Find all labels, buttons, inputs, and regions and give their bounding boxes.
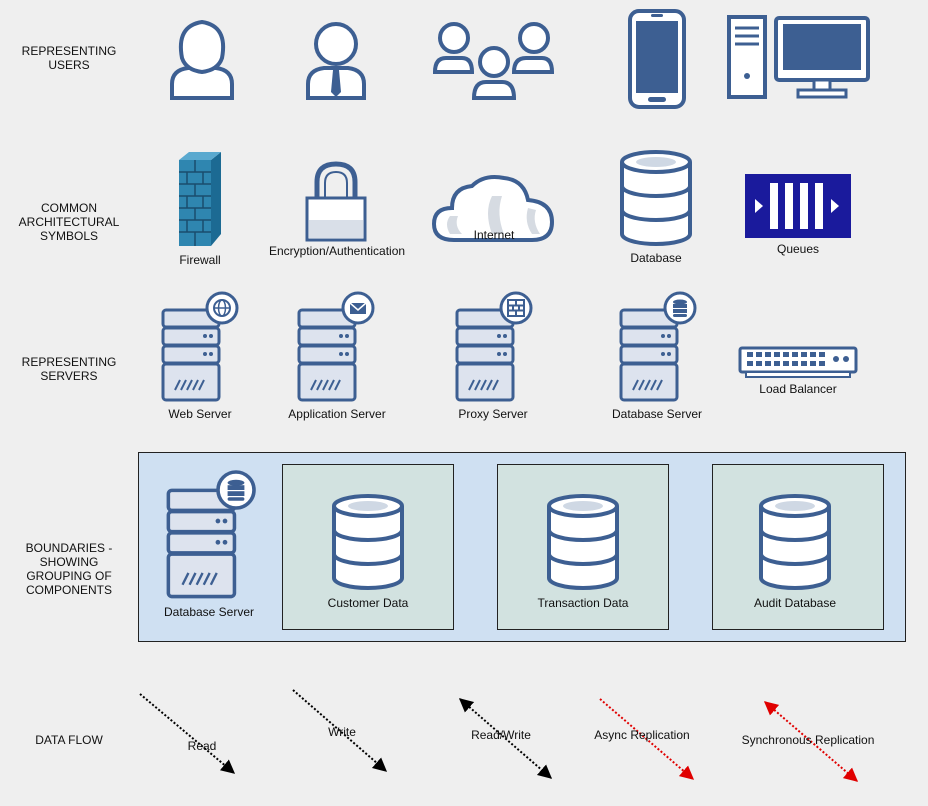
user-group-icon	[432, 22, 555, 100]
row-label-boundaries: BOUNDARIES - SHOWING GROUPING OF COMPONE…	[25, 541, 113, 597]
sync-replication-arrow	[763, 701, 859, 782]
desktop-computer-icon	[727, 15, 870, 99]
queue-icon	[745, 174, 851, 238]
firewall-label: Firewall	[179, 253, 221, 267]
transaction-data-label: Transaction Data	[537, 596, 629, 610]
application-server-icon	[297, 291, 375, 402]
web-server-label: Web Server	[168, 407, 232, 421]
firewall-icon	[179, 152, 221, 246]
cloud-icon	[431, 175, 555, 242]
boundary-database-server-label: Database Server	[163, 605, 255, 619]
load-balancer-label: Load Balancer	[759, 382, 837, 396]
sync-replication-label: Synchronous Replication	[741, 733, 875, 747]
database-label: Database	[630, 251, 682, 265]
async-replication-arrow	[599, 698, 695, 780]
queues-label: Queues	[776, 242, 820, 256]
row-label-architecture: COMMON ARCHITECTURAL SYMBOLS	[18, 201, 120, 243]
read-arrow	[139, 693, 236, 774]
readwrite-label: Read/Write	[471, 728, 531, 742]
male-user-icon	[306, 22, 366, 100]
row-label-servers: REPRESENTING SERVERS	[21, 355, 117, 383]
read-label: Read	[187, 739, 217, 753]
write-arrow	[292, 689, 388, 772]
audit-database-label: Audit Database	[753, 596, 837, 610]
mobile-phone-icon	[628, 9, 686, 109]
internet-label: Internet	[473, 228, 515, 242]
female-user-icon	[170, 19, 234, 100]
proxy-server-label: Proxy Server	[458, 407, 528, 421]
customer-data-label: Customer Data	[327, 596, 409, 610]
row-label-users: REPRESENTING USERS	[21, 44, 117, 72]
async-replication-label: Async Replication	[594, 728, 690, 742]
write-label: Write	[328, 725, 356, 739]
encryption-label: Encryption/Authentication	[268, 244, 406, 258]
readwrite-arrow	[458, 698, 553, 779]
proxy-server-icon	[455, 291, 533, 402]
load-balancer-icon	[738, 346, 858, 378]
row-label-dataflow: DATA FLOW	[35, 733, 103, 747]
padlock-icon	[305, 161, 367, 242]
web-server-icon	[161, 291, 239, 402]
application-server-label: Application Server	[288, 407, 386, 421]
database-server-label: Database Server	[611, 407, 703, 421]
